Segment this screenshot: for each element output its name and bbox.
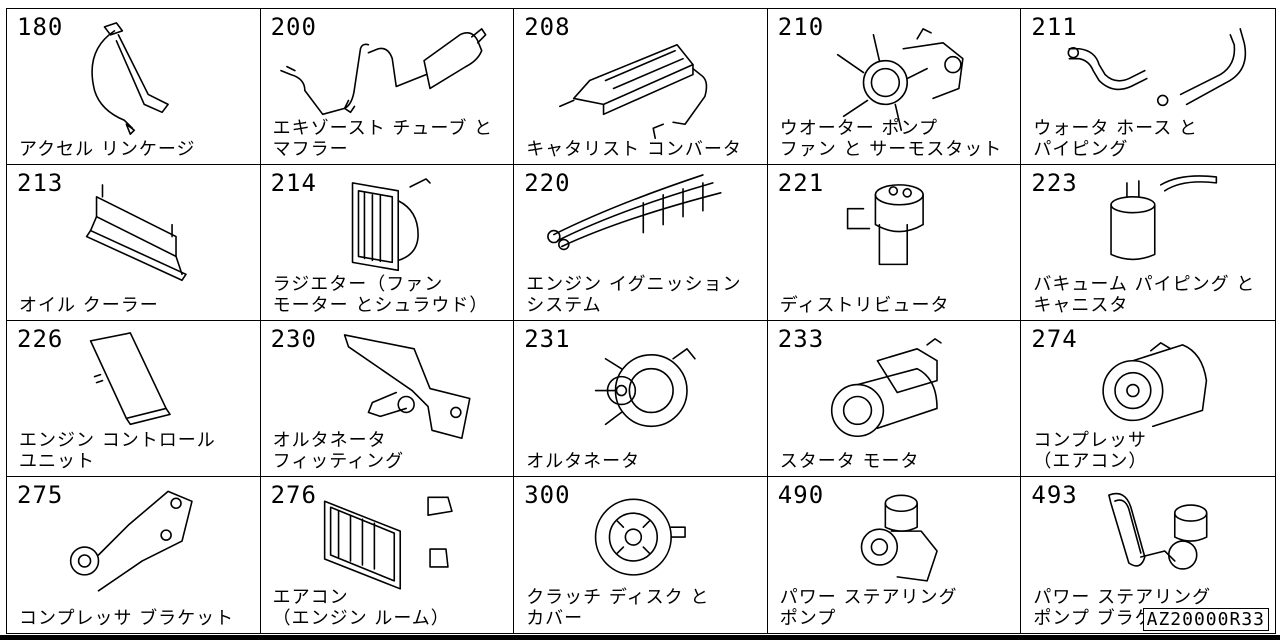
catalog-cell-226[interactable]: 226 エンジン コントロール ユニット	[7, 321, 261, 477]
starter-motor-icon	[768, 321, 1021, 476]
part-label: ウオーター ポンプ ファン と サーモスタット	[779, 118, 1003, 160]
ac-compressor-icon	[1021, 321, 1275, 476]
part-code: 231	[524, 325, 571, 353]
part-code: 226	[17, 325, 64, 353]
catalog-cell-274[interactable]: 274 コンプレッサ （エアコン）	[1021, 321, 1275, 477]
part-code: 214	[270, 169, 317, 197]
water-hose-icon	[1021, 9, 1275, 164]
parts-catalog-grid: 180 アクセル リンケージ 200 エキゾースト チューブ と マフラー 20…	[6, 8, 1276, 634]
part-label: コンプレッサ ブラケット	[19, 608, 235, 629]
part-label: クラッチ ディスク と カバー	[526, 587, 710, 629]
part-label: コンプレッサ （エアコン）	[1033, 430, 1148, 472]
part-label: スタータ モータ	[779, 451, 920, 472]
part-code: 213	[17, 169, 64, 197]
part-code: 223	[1031, 169, 1078, 197]
exhaust-muffler-icon	[261, 9, 514, 164]
part-label: エアコン （エンジン ルーム）	[272, 587, 450, 629]
catalog-cell-213[interactable]: 213 オイル クーラー	[7, 165, 261, 321]
vacuum-canister-icon	[1021, 165, 1275, 320]
part-code: 274	[1031, 325, 1078, 353]
part-code: 211	[1031, 13, 1078, 41]
part-label: エキゾースト チューブ と マフラー	[272, 118, 494, 160]
bottom-border	[0, 635, 1280, 640]
catalog-cell-275[interactable]: 275 コンプレッサ ブラケット	[7, 477, 261, 633]
alternator-icon	[514, 321, 767, 476]
power-steering-pump-icon	[768, 477, 1021, 633]
part-code: 493	[1031, 481, 1078, 509]
catalog-cell-233[interactable]: 233 スタータ モータ	[767, 321, 1022, 477]
clutch-disc-icon	[514, 477, 767, 633]
distributor-icon	[768, 165, 1021, 320]
ignition-wires-icon	[514, 165, 767, 320]
part-label: バキューム パイピング と キャニスタ	[1033, 274, 1256, 316]
part-label: ウォータ ホース と パイピング	[1033, 118, 1198, 160]
radiator-icon	[261, 165, 514, 320]
alternator-bracket-icon	[261, 321, 514, 476]
catalog-cell-211[interactable]: 211 ウォータ ホース と パイピング	[1021, 9, 1275, 165]
part-code: 220	[524, 169, 571, 197]
catalog-cell-214[interactable]: 214 ラジエター（ファン モーター とシュラウド）	[260, 165, 515, 321]
catalog-cell-200[interactable]: 200 エキゾースト チューブ と マフラー	[260, 9, 515, 165]
oil-cooler-icon	[7, 165, 260, 320]
catalog-cell-300[interactable]: 300 クラッチ ディスク と カバー	[514, 477, 768, 633]
catalog-cell-208[interactable]: 208 キャタリスト コンバータ	[514, 9, 768, 165]
part-code: 233	[777, 325, 825, 353]
part-code: 230	[270, 325, 317, 353]
part-code: 275	[17, 481, 64, 509]
pump-bracket-belt-icon	[1021, 477, 1275, 633]
catalog-cell-210[interactable]: 210 ウオーター ポンプ ファン と サーモスタット	[767, 9, 1022, 165]
catalytic-converter-icon	[514, 9, 767, 164]
part-code: 200	[270, 13, 317, 41]
part-code: 276	[270, 481, 317, 509]
part-code: 208	[524, 13, 571, 41]
catalog-cell-231[interactable]: 231 オルタネータ	[514, 321, 768, 477]
part-label: エンジン コントロール ユニット	[19, 430, 216, 472]
catalog-cell-221[interactable]: 221 ディストリビュータ	[767, 165, 1022, 321]
catalog-cell-493[interactable]: 493 パワー ステアリング ポンプ ブラケット AZ20000R33	[1021, 477, 1275, 633]
part-code: 221	[777, 169, 825, 197]
part-code: 180	[17, 13, 64, 41]
ac-condenser-icon	[261, 477, 514, 633]
catalog-cell-490[interactable]: 490 パワー ステアリング ポンプ	[768, 477, 1022, 633]
part-label: ラジエター（ファン モーター とシュラウド）	[272, 274, 489, 316]
part-label: オイル クーラー	[19, 295, 159, 316]
part-label: パワー ステアリング ポンプ	[779, 587, 958, 629]
catalog-cell-276[interactable]: 276 エアコン （エンジン ルーム）	[261, 477, 515, 633]
control-unit-icon	[7, 321, 260, 476]
part-code: 490	[777, 481, 825, 509]
catalog-cell-180[interactable]: 180 アクセル リンケージ	[7, 9, 261, 165]
water-pump-fan-icon	[768, 9, 1021, 164]
catalog-cell-230[interactable]: 230 オルタネータ フィッティング	[260, 321, 515, 477]
part-code: 300	[524, 481, 571, 509]
compressor-bracket-icon	[7, 477, 260, 633]
reference-code: AZ20000R33	[1142, 608, 1269, 631]
part-label: アクセル リンケージ	[19, 139, 196, 160]
part-label: オルタネータ	[526, 451, 641, 472]
catalog-cell-223[interactable]: 223 バキューム パイピング と キャニスタ	[1021, 165, 1275, 321]
part-code: 210	[777, 13, 825, 41]
part-label: キャタリスト コンバータ	[526, 139, 742, 160]
accelerator-pedal-linkage-icon	[7, 9, 260, 164]
catalog-cell-220[interactable]: 220 エンジン イグニッション システム	[514, 165, 768, 321]
part-label: エンジン イグニッション システム	[526, 274, 742, 316]
part-label: ディストリビュータ	[779, 295, 950, 316]
part-label: オルタネータ フィッティング	[272, 430, 405, 472]
